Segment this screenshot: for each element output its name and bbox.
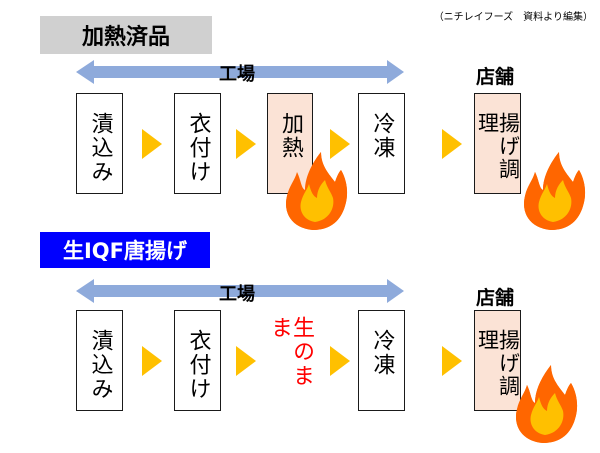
process-step: 冷凍 [358,93,405,194]
process-step-label: 揚げ調理 [475,329,521,398]
process-step: 衣付け [174,93,221,194]
factory-label: 工場 [219,284,255,305]
chevron-right-icon [330,129,350,159]
chevron-right-icon [236,129,256,159]
process-step: 漬込み [76,310,123,411]
process-step-raw: 生のまま [267,310,314,411]
factory-label: 工場 [219,64,255,85]
process-step-label: 加熱 [278,112,303,160]
chevron-right-icon [142,129,162,159]
flame-icon [516,365,578,443]
double-arrow-icon [76,279,404,303]
store-label: 店舗 [476,66,515,88]
process-step: 冷凍 [358,310,405,411]
store-label: 店舗 [476,287,515,309]
process-step-label: 衣付け [185,329,211,401]
flame-icon [524,152,586,230]
process-step: 衣付け [174,310,221,411]
process-step-label: 冷凍 [369,329,395,377]
process-step-label: 漬込み [87,329,113,401]
process-step-label: 生のまま [267,316,314,388]
chevron-right-icon [442,129,462,159]
chevron-right-icon [142,346,162,376]
process-step-label: 揚げ調理 [475,112,521,181]
process-step-label: 冷凍 [369,112,395,160]
section-title-raw-iqf: 生IQF唐揚げ [40,232,210,268]
process-step-heating: 加熱 [267,93,313,194]
source-credit: （ニチレイフーズ 資料より編集） [433,12,593,23]
chevron-right-icon [330,346,350,376]
double-arrow-icon [76,60,404,84]
process-step-label: 衣付け [185,112,211,184]
store-step-frying: 揚げ調理 [474,310,521,411]
chevron-right-icon [236,346,256,376]
chevron-right-icon [442,346,462,376]
section-title-heated: 加熱済品 [40,16,212,54]
store-step-frying: 揚げ調理 [474,93,521,194]
process-step-label: 漬込み [87,112,113,184]
process-step: 漬込み [76,93,123,194]
